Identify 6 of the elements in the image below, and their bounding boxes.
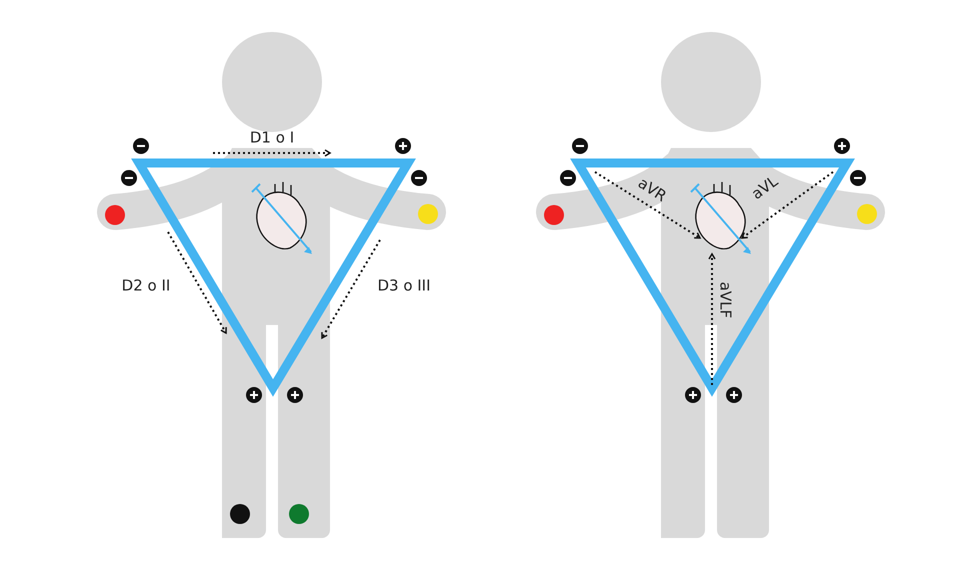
lead-label: D3 o III: [377, 278, 431, 294]
lead-label: aVLF: [718, 282, 732, 318]
lead-label: D1 o I: [250, 130, 294, 146]
lead-label: D2 o II: [122, 278, 170, 294]
lead-label: aVL: [749, 174, 781, 202]
lead-label: aVR: [635, 176, 669, 204]
